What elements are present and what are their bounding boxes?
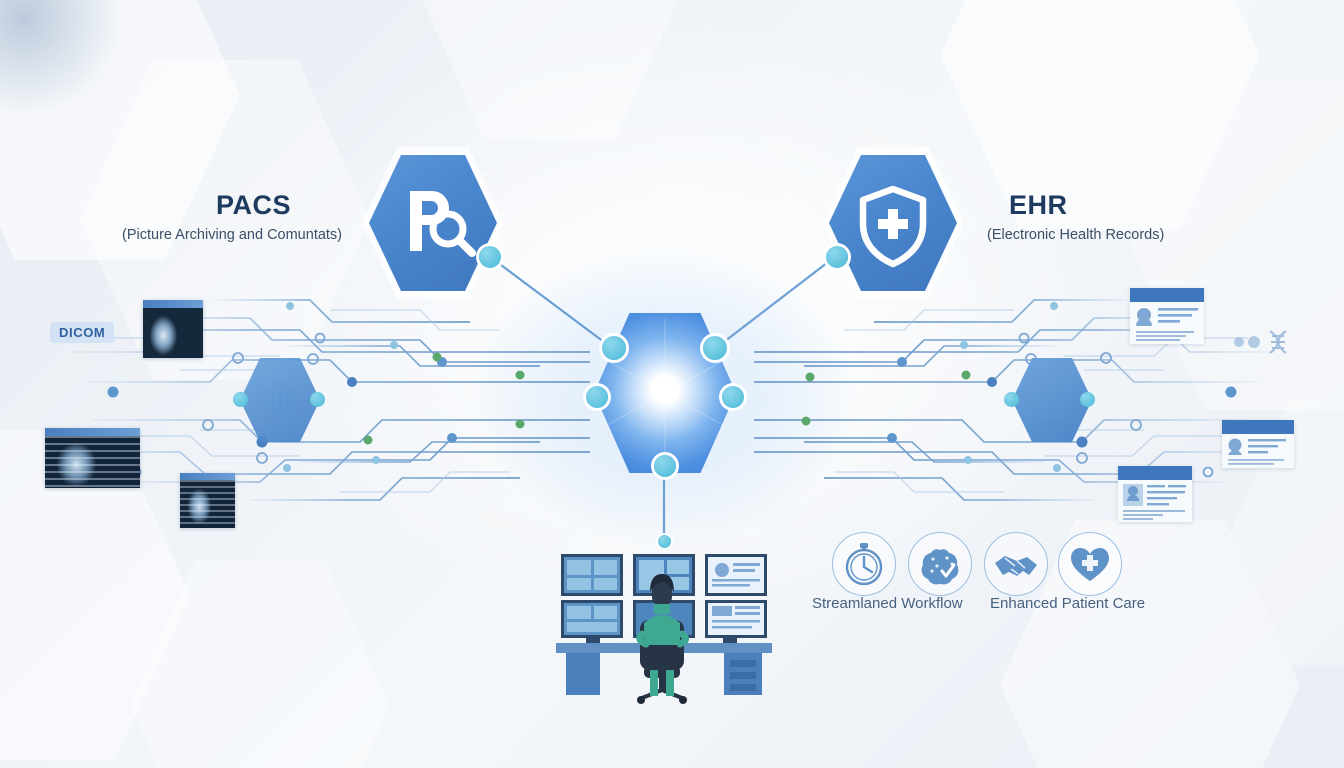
e-hexagon-node[interactable]: [1012, 358, 1092, 442]
patient-record-card[interactable]: [1118, 466, 1192, 522]
record-card-body: [1228, 438, 1286, 465]
pacs-hexagon-node[interactable]: [362, 147, 504, 299]
benefit-label-right: Enhanced Patient Care: [990, 595, 1146, 612]
ehr-title: EHR: [1009, 190, 1068, 220]
ehr-subtitle: (Electronic Health Records): [987, 227, 1165, 243]
patient-record-card[interactable]: [1222, 420, 1294, 468]
radiologist-workstation[interactable]: [556, 548, 772, 706]
patient-record-card[interactable]: [1130, 288, 1204, 344]
pacs-title: PACS: [216, 190, 292, 220]
xray-image: [143, 307, 203, 358]
heart-cross-icon: [1071, 548, 1109, 581]
xray-thumbnail[interactable]: [180, 473, 235, 528]
handshake-icon: [995, 556, 1037, 576]
corner-shade: [0, 0, 120, 120]
hub-node-top-left: [602, 336, 626, 360]
hub-node-right: [722, 386, 744, 408]
xray-thumbnail[interactable]: [45, 428, 140, 488]
connector-node-workstation: [658, 535, 671, 548]
xray-image: [45, 435, 140, 488]
hub-node-bottom: [654, 455, 676, 477]
stopwatch-icon: [845, 543, 883, 586]
e-node-right: [1080, 392, 1095, 407]
xray-titlebar: [143, 300, 203, 308]
benefit-icon-handshake[interactable]: [984, 532, 1048, 596]
xray-titlebar: [180, 473, 235, 481]
benefit-icon-stopwatch[interactable]: [832, 532, 896, 596]
xray-image: [180, 480, 235, 528]
ehr-hexagon-node[interactable]: [822, 147, 964, 299]
brain-check-icon: [921, 549, 959, 585]
benefit-label-left: Streamlaned Workflow: [812, 595, 963, 612]
connector-node-pacs: [479, 246, 501, 268]
dna-helix-icon: [1234, 330, 1287, 354]
e-node-left: [1004, 392, 1019, 407]
record-card-header: [1118, 466, 1192, 480]
pacs-subtitle: (Picture Archiving and Comuntats): [122, 227, 343, 243]
e-hex-face: [1012, 358, 1092, 442]
shield-cross-icon: [859, 185, 927, 268]
benefit-icon-heart-cross[interactable]: [1058, 532, 1122, 596]
brain-node-right: [310, 392, 325, 407]
record-card-body: [1136, 308, 1198, 341]
hub-node-left: [586, 386, 608, 408]
bg-hexagon: [420, 0, 680, 140]
xray-thumbnail[interactable]: [143, 300, 203, 358]
dicom-tag: DICOM: [50, 322, 115, 343]
brain-node-left: [233, 392, 248, 407]
record-card-body: [1123, 484, 1186, 520]
magnifier-p-icon: [410, 191, 476, 257]
record-card-header: [1130, 288, 1204, 302]
benefit-icon-brain-check[interactable]: [908, 532, 972, 596]
record-card-header: [1222, 420, 1294, 434]
brain-hexagon-node[interactable]: [240, 358, 320, 442]
connector-node-ehr: [826, 246, 848, 268]
xray-titlebar: [45, 428, 140, 436]
hub-node-top-right: [703, 336, 727, 360]
hub-facets: [599, 319, 731, 467]
